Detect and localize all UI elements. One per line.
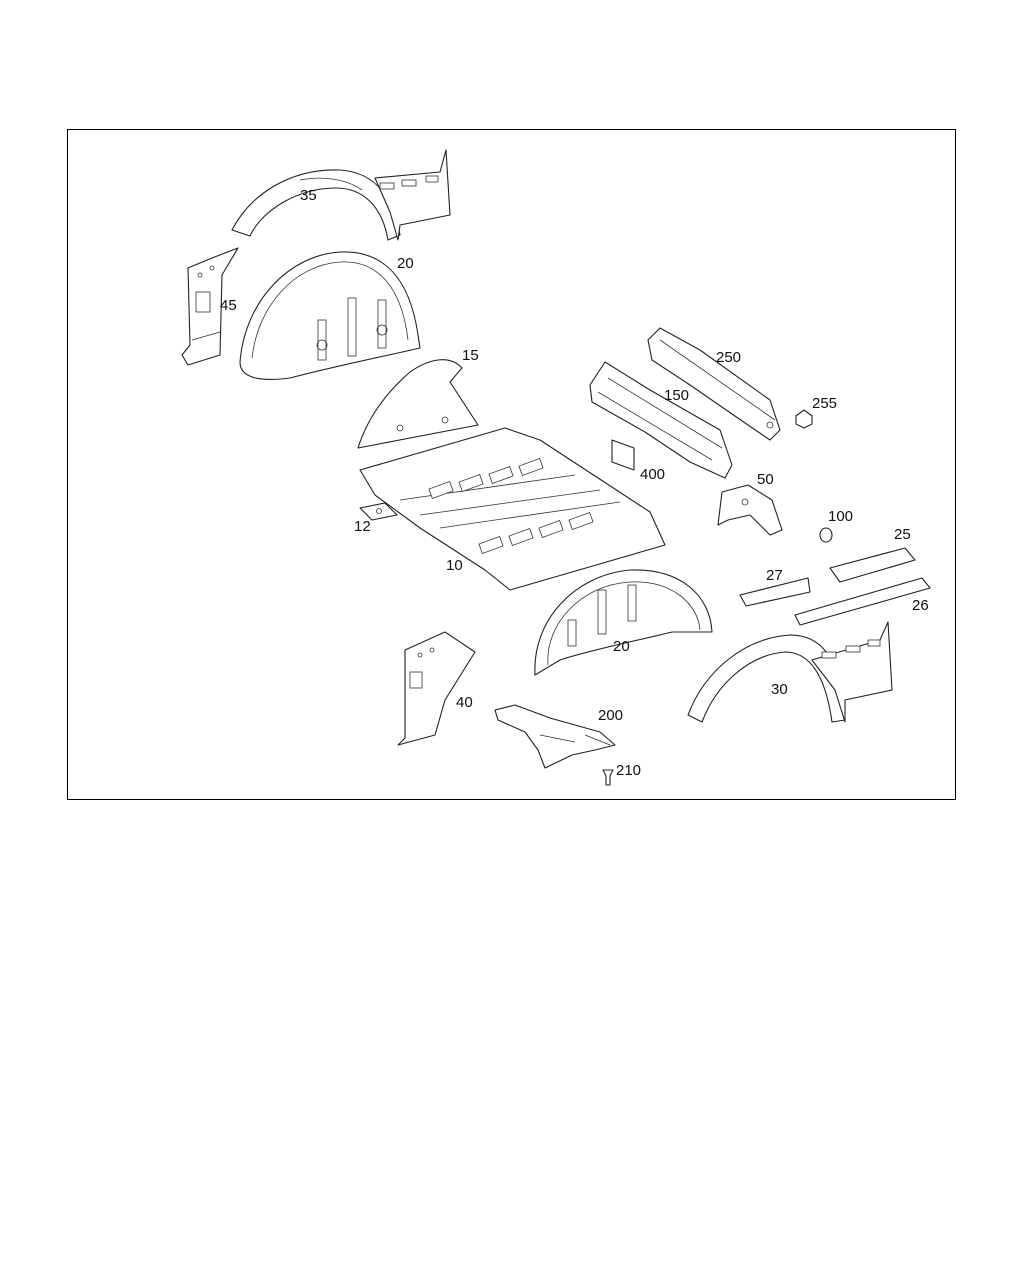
part-10-rear-floor-pan[interactable] [359, 427, 666, 591]
callout-200[interactable]: 200 [598, 707, 624, 724]
part-35-wheel-arch-panel[interactable] [231, 149, 451, 241]
callout-25[interactable]: 25 [894, 526, 911, 543]
callout-250[interactable]: 250 [716, 349, 742, 366]
callout-30[interactable]: 30 [771, 681, 788, 698]
callout-12[interactable]: 12 [354, 518, 371, 535]
part-255-bolt[interactable] [795, 409, 813, 429]
callout-400[interactable]: 400 [640, 466, 666, 483]
callout-255[interactable]: 255 [812, 395, 838, 412]
part-400-pad[interactable] [611, 439, 635, 471]
part-12-plate[interactable] [359, 502, 398, 521]
part-15-heat-shield[interactable] [357, 359, 479, 449]
part-27-strip[interactable] [739, 577, 811, 607]
callout-26[interactable]: 26 [912, 597, 929, 614]
part-250-crossmember[interactable] [647, 327, 781, 441]
callout-210[interactable]: 210 [616, 762, 642, 779]
callout-35[interactable]: 35 [300, 187, 317, 204]
callout-27[interactable]: 27 [766, 567, 783, 584]
part-50-bracket[interactable] [717, 484, 783, 536]
callout-40[interactable]: 40 [456, 694, 473, 711]
callout-20[interactable]: 20 [397, 255, 414, 272]
callout-150[interactable]: 150 [664, 387, 690, 404]
callout-50[interactable]: 50 [757, 471, 774, 488]
callout-15[interactable]: 15 [462, 347, 479, 364]
part-40-pillar-bracket[interactable] [397, 631, 476, 746]
part-100-grommet[interactable] [819, 527, 833, 543]
callout-10[interactable]: 10 [446, 557, 463, 574]
part-200-mounting-bracket[interactable] [494, 704, 616, 769]
callout-100[interactable]: 100 [828, 508, 854, 525]
part-25-insulation-block[interactable] [829, 547, 916, 583]
part-210-screw[interactable] [602, 769, 614, 786]
part-45-pillar-bracket[interactable] [181, 247, 239, 366]
part-26-long-strip[interactable] [794, 577, 931, 626]
callout-20[interactable]: 20 [613, 638, 630, 655]
part-20-wheelhouse-upper[interactable] [239, 251, 421, 380]
part-150-rear-crossmember[interactable] [589, 361, 733, 479]
part-20-wheelhouse-lower[interactable] [534, 569, 713, 676]
part-30-wheel-arch-panel[interactable] [687, 621, 893, 723]
callout-45[interactable]: 45 [220, 297, 237, 314]
